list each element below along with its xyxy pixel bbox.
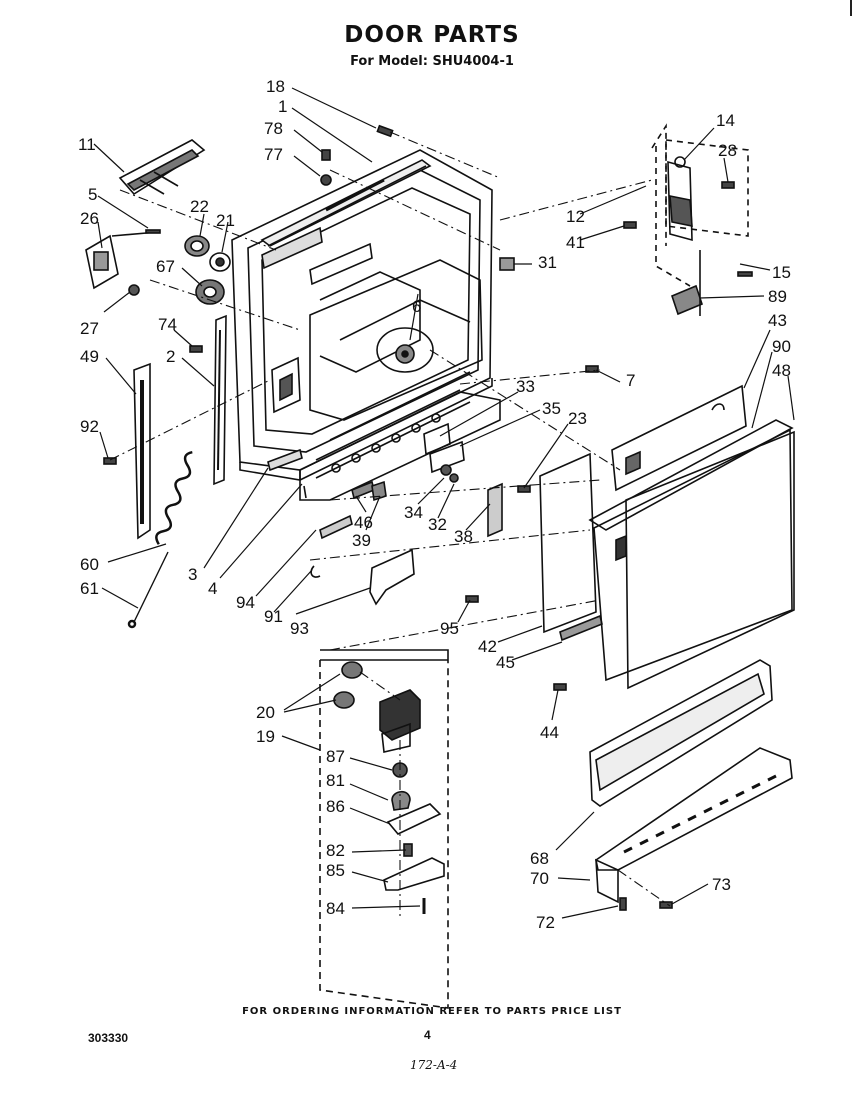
part-label-73: 73: [712, 875, 731, 894]
part-label-31: 31: [538, 253, 557, 272]
part-label-38: 38: [454, 527, 473, 546]
hinge-bracket-assembly: [651, 123, 749, 316]
part-label-74: 74: [158, 315, 177, 334]
handwritten-reference: 172-A-4: [410, 1058, 458, 1072]
ordering-info-note: FOR ORDERING INFORMATION REFER TO PARTS …: [242, 1006, 622, 1017]
part-label-18: 18: [266, 77, 285, 96]
part-label-27: 27: [80, 319, 99, 338]
lower-trim-parts: [589, 659, 793, 904]
door-arm-right: [213, 314, 227, 486]
part-label-86: 86: [326, 797, 345, 816]
part-label-78: 78: [264, 119, 283, 138]
part-label-49: 49: [80, 347, 99, 366]
part-label-33: 33: [516, 377, 535, 396]
door-spring: [127, 450, 193, 629]
part-label-72: 72: [536, 913, 555, 932]
part-label-93: 93: [290, 619, 309, 638]
door-arm-left: [133, 362, 151, 540]
part-label-28: 28: [718, 141, 737, 160]
part-label-94: 94: [236, 593, 255, 612]
part-label-3: 3: [188, 565, 197, 584]
part-label-12: 12: [566, 207, 585, 226]
lower-channel-part: [267, 448, 353, 578]
part-label-26: 26: [80, 209, 99, 228]
part-label-32: 32: [428, 515, 447, 534]
model-subtitle: For Model: SHU4004-1: [350, 54, 514, 69]
fastener-screws: [103, 124, 753, 911]
latch-switch-assembly: [319, 649, 449, 1009]
part-label-81: 81: [326, 771, 345, 790]
part-label-77: 77: [264, 145, 283, 164]
part-label-34: 34: [404, 503, 423, 522]
part-label-44: 44: [540, 723, 559, 742]
part-label-1: 1: [278, 97, 287, 116]
part-label-4: 4: [208, 579, 217, 598]
part-label-67: 67: [156, 257, 175, 276]
outer-door-panels: [588, 384, 795, 690]
part-label-87: 87: [326, 747, 345, 766]
part-label-19: 19: [256, 727, 275, 746]
document-number: 303330: [88, 1031, 129, 1045]
knob-parts: [128, 235, 231, 305]
part-label-85: 85: [326, 861, 345, 880]
part-label-2: 2: [166, 347, 175, 366]
alignment-lines: [109, 131, 671, 920]
part-label-7: 7: [626, 371, 635, 390]
part-label-43: 43: [768, 311, 787, 330]
part-label-23: 23: [568, 409, 587, 428]
part-label-42: 42: [478, 637, 497, 656]
top-vent-rail: [260, 159, 432, 247]
part-label-41: 41: [566, 233, 585, 252]
small-hardware-parts: [351, 257, 515, 538]
part-label-11: 11: [78, 135, 96, 154]
part-label-89: 89: [768, 287, 787, 306]
part-label-5: 5: [88, 185, 97, 204]
part-label-46: 46: [354, 513, 373, 532]
part-label-60: 60: [80, 555, 99, 574]
page-edge-mark: [850, 0, 852, 16]
door-liner-rails: [299, 259, 501, 501]
part-label-95: 95: [440, 619, 459, 638]
page-title: DOOR PARTS: [344, 22, 520, 48]
leader-lines: [93, 87, 795, 919]
part-label-15: 15: [772, 263, 791, 282]
part-label-6: 6: [412, 297, 421, 316]
part-label-92: 92: [80, 417, 99, 436]
part-label-39: 39: [352, 531, 371, 550]
part-label-45: 45: [496, 653, 515, 672]
part-label-35: 35: [542, 399, 561, 418]
part-label-21: 21: [216, 211, 235, 230]
wash-arm-hub-part: [376, 327, 434, 373]
part-label-82: 82: [326, 841, 345, 860]
part-label-61: 61: [80, 579, 99, 598]
part-label-84: 84: [326, 899, 345, 918]
latch-block-part: [85, 231, 159, 290]
latch-handle-part: [118, 139, 206, 196]
part-label-70: 70: [530, 869, 549, 888]
part-label-91: 91: [264, 607, 283, 626]
part-label-20: 20: [256, 703, 275, 722]
part-label-14: 14: [716, 111, 735, 130]
control-panel-part: [369, 452, 603, 642]
page-number: 4: [424, 1028, 431, 1042]
part-label-22: 22: [190, 197, 209, 216]
part-label-90: 90: [772, 337, 791, 356]
part-label-48: 48: [772, 361, 791, 380]
part-label-68: 68: [530, 849, 549, 868]
